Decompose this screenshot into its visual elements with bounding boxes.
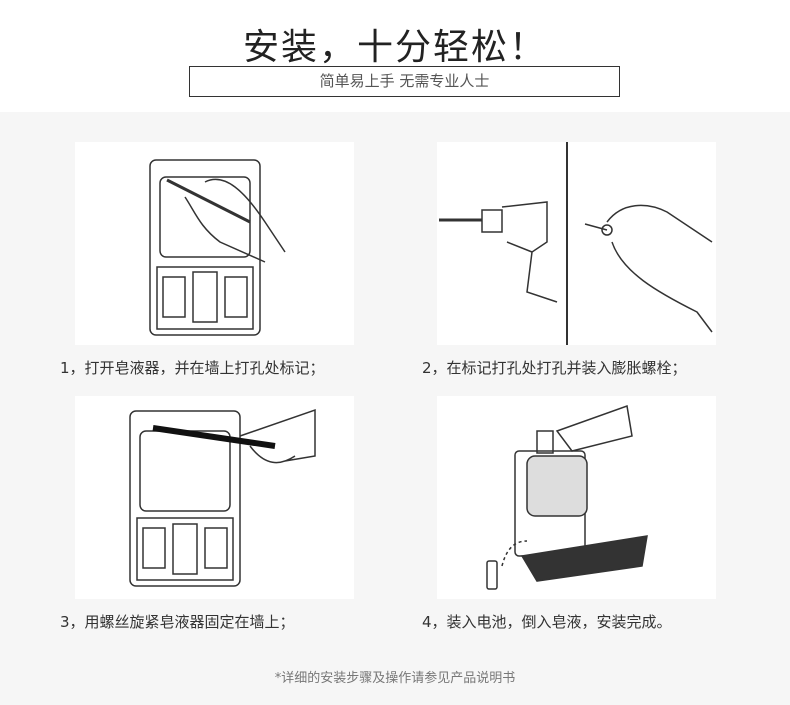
- subtitle-box: 简单易上手 无需专业人士: [189, 66, 620, 97]
- step-1-illustration: [75, 142, 354, 345]
- page-title: 安装，十分轻松！: [242, 27, 547, 68]
- battery-and-soap-icon: [486, 404, 648, 590]
- step-2-illustration: [437, 142, 716, 345]
- step-4-illustration: [437, 396, 716, 599]
- step-3-caption: 3，用螺丝旋紧皂液器固定在墙上；: [60, 613, 295, 631]
- footer-note: *详细的安装步骤及操作请参见产品说明书: [274, 671, 516, 686]
- step-4-caption: 4，装入电池，倒入皂液，安装完成。: [422, 613, 672, 631]
- dispenser-open-marking-icon: [149, 159, 286, 336]
- step-3-illustration: [75, 396, 354, 599]
- step-1-caption: 1，打开皂液器，并在墙上打孔处标记；: [60, 359, 325, 377]
- screw-fixing-icon: [129, 408, 316, 587]
- drill-and-bolt-icon: [439, 142, 713, 345]
- step-2-caption: 2，在标记打孔处打孔并装入膨胀螺栓；: [422, 359, 687, 377]
